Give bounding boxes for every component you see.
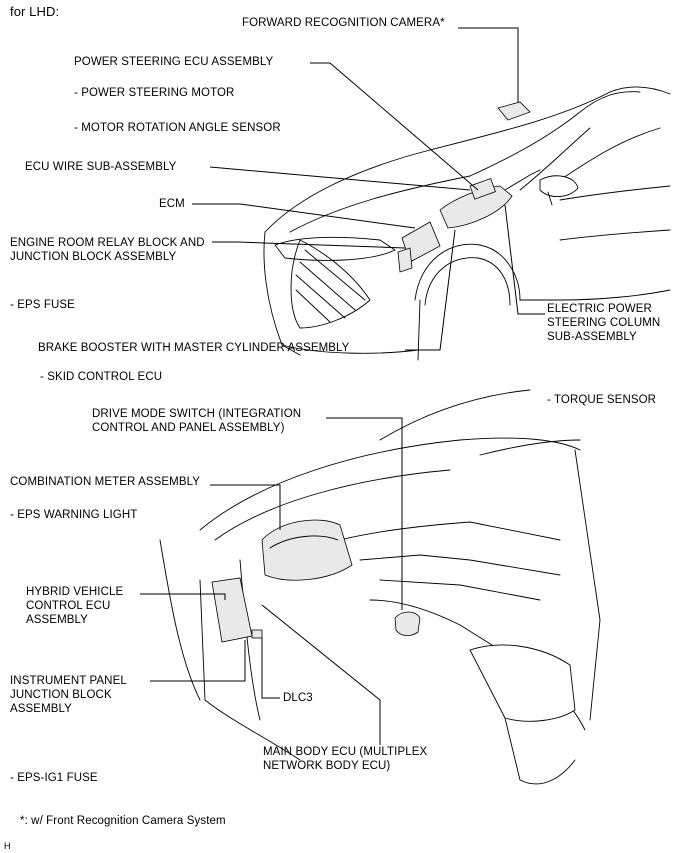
label-forward-camera: FORWARD RECOGNITION CAMERA* bbox=[242, 17, 445, 29]
power-steering-assembly-part bbox=[439, 169, 541, 229]
variant-heading: for LHD: bbox=[10, 4, 60, 19]
label-ps-ecu: POWER STEERING ECU ASSEMBLY bbox=[74, 56, 274, 68]
label-dlc3: DLC3 bbox=[283, 692, 313, 704]
label-eps-ig1: - EPS-IG1 FUSE bbox=[10, 772, 98, 784]
combination-meter-part bbox=[261, 519, 353, 581]
label-eps-column: ELECTRIC POWER STEERING COLUMN SUB-ASSEM… bbox=[547, 303, 661, 343]
label-torque-sensor: - TORQUE SENSOR bbox=[547, 394, 657, 406]
interior-illustration bbox=[159, 389, 601, 785]
hv-ecu-part bbox=[211, 577, 253, 643]
label-combo-meter: COMBINATION METER ASSEMBLY bbox=[10, 476, 201, 488]
dlc3-part bbox=[251, 629, 263, 639]
label-hv-ecu: HYBRID VEHICLE CONTROL ECU ASSEMBLY bbox=[26, 586, 124, 626]
leader-lines-lower bbox=[140, 417, 403, 745]
label-ip-junction: INSTRUMENT PANEL JUNCTION BLOCK ASSEMBLY bbox=[10, 675, 127, 715]
label-eps-fuse: - EPS FUSE bbox=[10, 299, 75, 311]
label-drive-mode: DRIVE MODE SWITCH (INTEGRATION CONTROL A… bbox=[92, 408, 302, 434]
label-ps-motor: - POWER STEERING MOTOR bbox=[74, 87, 235, 99]
label-ecu-wire: ECU WIRE SUB-ASSEMBLY bbox=[25, 161, 177, 173]
label-relay-block: ENGINE ROOM RELAY BLOCK AND JUNCTION BLO… bbox=[10, 237, 205, 263]
ecm-part bbox=[397, 221, 441, 273]
label-brake-booster: BRAKE BOOSTER WITH MASTER CYLINDER ASSEM… bbox=[38, 342, 350, 354]
drive-mode-switch-part bbox=[394, 611, 421, 636]
label-skid-ecu: - SKID CONTROL ECU bbox=[40, 371, 163, 383]
label-eps-warning: - EPS WARNING LIGHT bbox=[10, 509, 138, 521]
label-motor-angle: - MOTOR ROTATION ANGLE SENSOR bbox=[74, 122, 281, 134]
forward-camera-part bbox=[497, 101, 531, 121]
corner-mark: H bbox=[4, 841, 11, 851]
leader-lines-upper bbox=[192, 27, 545, 351]
label-main-body: MAIN BODY ECU (MULTIPLEX NETWORK BODY EC… bbox=[263, 746, 428, 772]
label-ecm: ECM bbox=[159, 198, 185, 210]
footnote: *: w/ Front Recognition Camera System bbox=[20, 815, 226, 827]
